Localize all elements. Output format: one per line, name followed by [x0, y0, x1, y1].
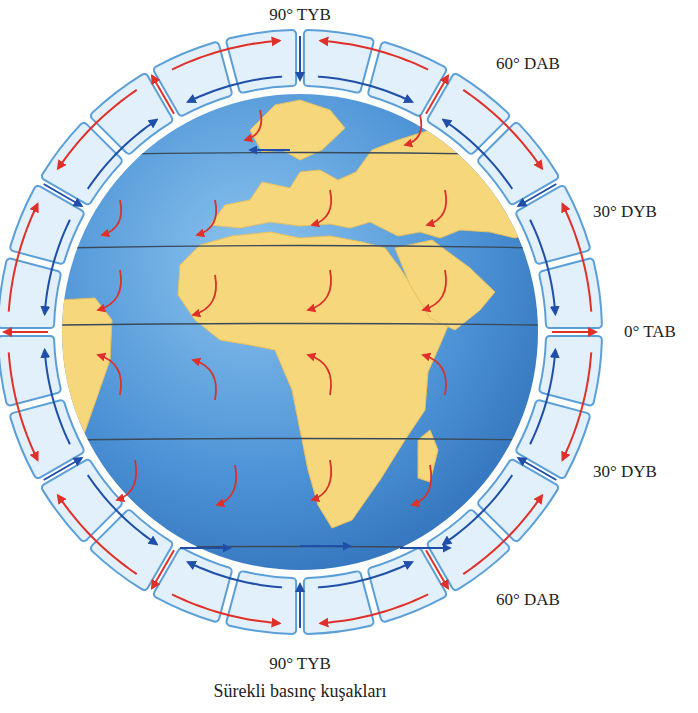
ring-segment: [10, 186, 83, 264]
vertical-flow-arrow: [426, 76, 448, 114]
ring-segment: [368, 42, 446, 115]
pressure-belt-label: 60° DAB: [496, 591, 560, 610]
polar-wind-arrow: [300, 545, 350, 547]
wind-arrow: [117, 460, 136, 500]
vertical-flow-arrow: [299, 584, 301, 628]
ring-segment: [368, 548, 446, 621]
vertical-flow-arrow: [518, 184, 556, 206]
vertical-flow-arrow: [152, 550, 174, 588]
pressure-belt-label: 90° TYB: [269, 655, 331, 674]
polar-wind-arrow: [180, 547, 230, 549]
wind-arrow: [98, 270, 121, 310]
ring-segment: [516, 400, 589, 478]
wind-arrow: [427, 190, 446, 225]
polar-wind-arrow: [250, 149, 290, 151]
cell-flow-arrow: [320, 594, 428, 623]
ring-segment: [154, 42, 232, 115]
ring-segment: [516, 186, 589, 264]
vertical-flow-arrow: [44, 184, 82, 206]
cell-flow-arrow: [172, 41, 280, 70]
vertical-flow-arrow: [4, 331, 48, 333]
wind-arrow: [245, 110, 261, 140]
wind-arrow: [423, 270, 446, 310]
wind-arrow: [98, 355, 121, 395]
wind-arrow: [412, 465, 431, 505]
vertical-flow-arrow: [44, 458, 82, 480]
wind-arrow: [308, 355, 331, 395]
wind-arrows: [98, 110, 450, 548]
cell-flow-arrow: [172, 594, 280, 623]
wind-arrow: [312, 190, 331, 225]
caption: Sürekli basınç kuşakları: [214, 682, 387, 702]
cell-flow-arrow: [9, 352, 38, 460]
wind-arrow: [308, 270, 331, 310]
pressure-belt-label: 0° TAB: [624, 323, 676, 342]
cell-flow-arrow: [463, 90, 542, 169]
latitude-lines: [60, 153, 540, 549]
ring-segment: [10, 400, 83, 478]
wind-arrow: [423, 355, 446, 395]
vertical-flow-arrow: [518, 458, 556, 480]
wind-arrow: [193, 275, 216, 315]
continents: [58, 100, 540, 528]
wind-arrow: [217, 465, 236, 505]
vertical-flow-arrow: [299, 36, 301, 80]
cell-flow-arrow: [58, 90, 137, 169]
wind-arrow: [102, 200, 121, 235]
vertical-flow-arrow: [552, 331, 596, 333]
cell-flow-arrow: [320, 41, 428, 70]
pressure-belt-label: 30° DYB: [593, 203, 657, 222]
wind-arrow: [405, 115, 421, 145]
vertical-flow-arrow: [426, 550, 448, 588]
cell-flow-arrow: [58, 495, 137, 574]
polar-wind-arrow: [400, 547, 450, 549]
cell-flow-arrow: [562, 352, 591, 460]
cell-flow-arrow: [9, 204, 38, 312]
wind-arrow: [193, 360, 216, 400]
vertical-flow-arrow: [152, 76, 174, 114]
wind-arrow: [312, 460, 331, 500]
pressure-belt-label: 60° DAB: [496, 55, 560, 74]
pressure-belt-label: 30° DYB: [593, 463, 657, 482]
wind-arrow: [197, 200, 216, 235]
cell-flow-arrow: [463, 495, 542, 574]
ring-segment: [154, 548, 232, 621]
circulation-ring: [0, 30, 602, 634]
pressure-belt-label: 90° TYB: [269, 6, 331, 25]
cell-flow-arrow: [562, 204, 591, 312]
